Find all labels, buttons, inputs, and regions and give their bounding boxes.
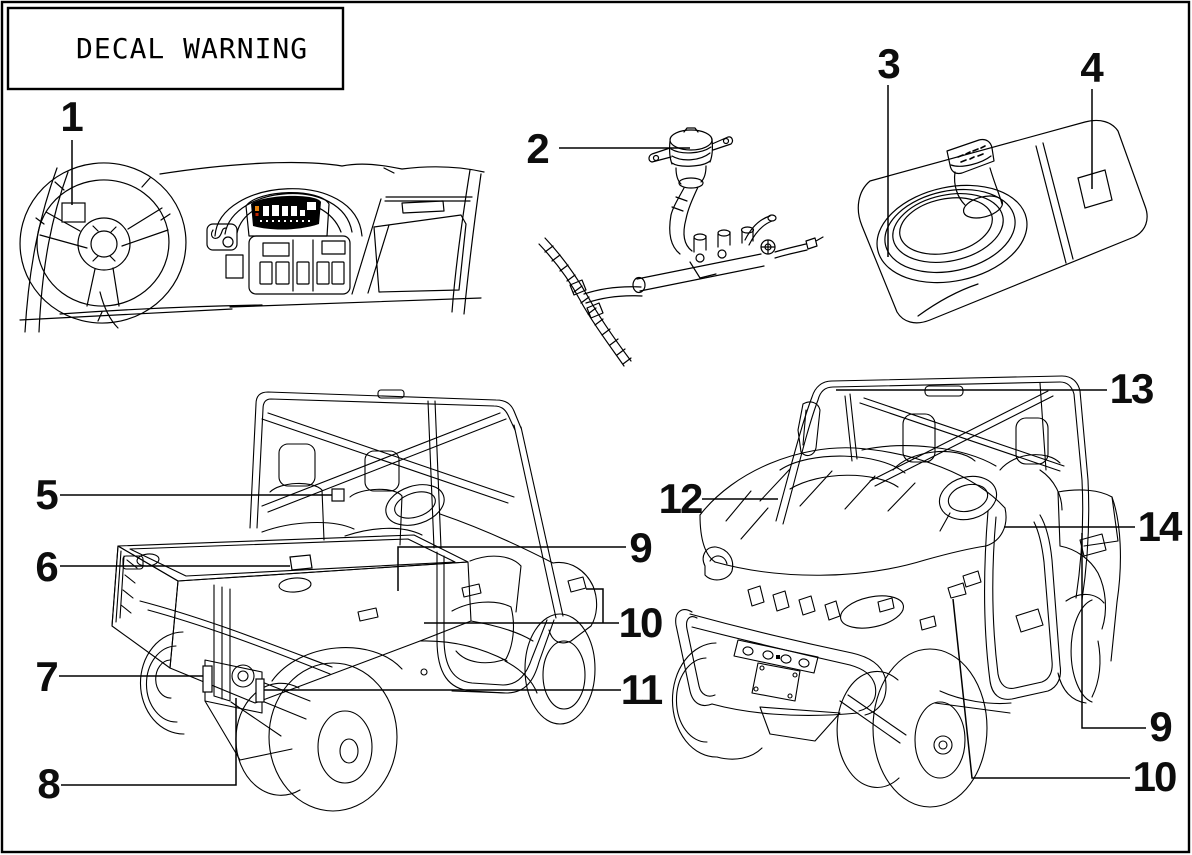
braided-hose-hatching [544,245,632,365]
callout-9b-label: 9 [1149,703,1171,750]
keyhole [222,236,234,248]
callout-10-label: 10 [619,599,662,646]
decal-4-target [1077,169,1113,209]
cluster-warning-indicator-red [255,213,259,216]
callout-4-label: 4 [1080,44,1104,91]
console-base-plate [857,119,1148,324]
callout-1-label: 1 [60,93,83,140]
leader-10-left [424,588,619,624]
leader-10-right [952,598,1130,779]
leader-9-left [397,546,626,591]
right-vehicle-front-wheel [872,648,988,808]
key-switch-bezel [206,223,238,251]
hitch-mount [231,664,255,688]
callout-8-label: 8 [37,760,60,807]
callout-5-label: 5 [35,471,58,518]
rocker-switch [296,261,310,285]
rocker-switch [259,261,273,285]
title-box [6,6,345,91]
decal-6-target [289,554,313,571]
leader-9-right [1081,533,1146,729]
shift-knob [946,138,995,175]
dashboard-illustration [19,161,485,333]
callout-11-label: 11 [621,666,663,713]
callout-6-label: 6 [35,543,57,590]
cluster-digits [260,202,316,222]
shift-pattern-text [957,145,986,163]
switch-panel [248,235,351,295]
decal-11-target [255,678,265,703]
dash-small-panel [225,254,244,279]
page-title: DECAL WARNING [76,32,308,65]
callout-7-label: 7 [35,653,57,700]
callout-13-label: 13 [1110,365,1153,412]
rocker-switch [316,261,330,285]
decal-7-target [202,665,213,693]
shifter-console-illustration [857,119,1148,324]
reservoir-cap [669,129,713,151]
callout-10b-label: 10 [1133,753,1176,800]
callout-leader-lines [59,85,1146,786]
cluster-warning-indicator-orange [255,206,259,211]
rocker-switch [275,261,290,285]
right-vehicle-illustration [671,375,1121,808]
left-vehicle-illustration [111,389,598,812]
callout-labels: 1 2 3 4 5 6 7 8 9 10 11 12 13 14 9 10 [35,40,1185,807]
callout-2-label: 2 [526,125,548,172]
steering-hub [77,217,131,271]
leader-8 [61,698,237,786]
callout-12-label: 12 [659,475,702,522]
rocker-switch [331,261,345,285]
steering-wheel-inner-rim [36,179,170,307]
cargo-bed-side [169,561,472,704]
left-vehicle-rear-wheel [268,662,398,812]
left-vehicle-front-wheel [524,613,596,725]
steering-hub-center [90,230,118,258]
brake-master-cylinder-illustration [538,127,824,367]
callout-14-label: 14 [1138,503,1183,550]
title-block: DECAL WARNING [6,6,345,91]
callout-3-label: 3 [877,40,899,87]
callout-9-label: 9 [629,524,651,571]
decal-5-target [331,488,345,502]
instrument-cluster-bezel [245,192,330,237]
decal-1-target [61,202,86,223]
